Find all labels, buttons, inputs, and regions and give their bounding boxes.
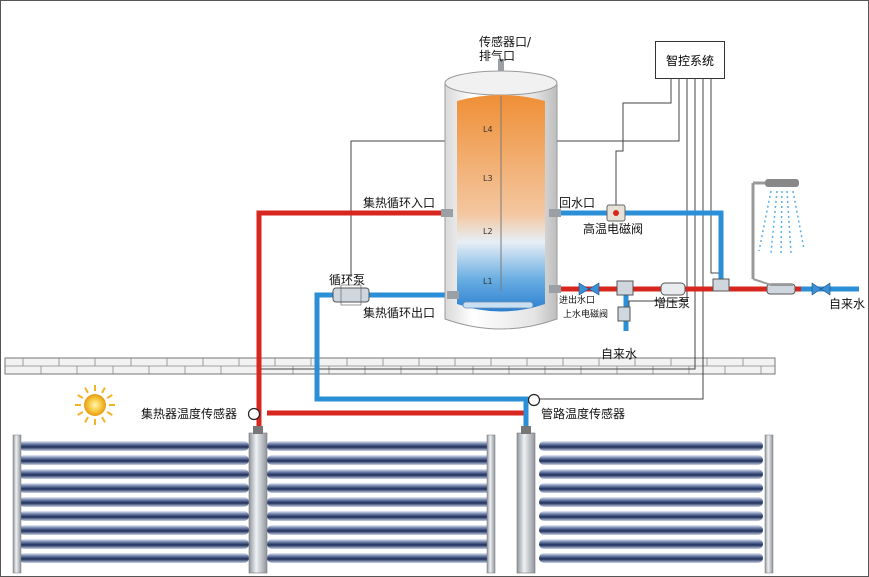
control-system-box[interactable]: 智控系统: [655, 41, 725, 79]
level-L3-label: L3: [483, 174, 493, 183]
sun-icon: [75, 385, 115, 425]
water-tank: [444, 70, 558, 330]
heat-loop-outlet-label: 集热循环出口: [363, 306, 436, 320]
sensor-pipe: [498, 59, 504, 77]
control-system-label: 智控系统: [665, 53, 714, 68]
tap-water-bottom-label: 自来水: [601, 347, 638, 361]
pipe-sensor-label: 管路温度传感器: [541, 407, 626, 421]
temperature-sensors: [247, 393, 541, 421]
high-temp-valve: [606, 204, 626, 222]
circulation-pump: [332, 284, 370, 306]
inout-port-label: 进出水口: [559, 296, 596, 306]
solar-collectors: [12, 426, 774, 574]
return-inlet-label: 回水口: [559, 196, 596, 210]
brick-wall: [4, 357, 776, 375]
shower: [751, 179, 805, 286]
level-L2-label: L2: [483, 227, 493, 236]
level-L1-label: L1: [483, 277, 493, 286]
booster-pump-label: 增压泵: [654, 296, 691, 310]
manual-valves: [578, 282, 831, 296]
hi-temp-valve-label: 高温电磁阀: [583, 222, 644, 236]
supply-valve: [617, 306, 631, 322]
collector-sensor-label: 集热器温度传感器: [141, 407, 238, 421]
tee-joint: [616, 280, 634, 296]
level-L4-label: L4: [483, 125, 493, 134]
tap-water-right-label: 自来水: [829, 297, 866, 311]
booster-pump: [660, 282, 686, 296]
tee-joint-right: [712, 278, 730, 292]
heat-loop-inlet-label: 集热循环入口: [363, 196, 436, 210]
tank-fittings: [441, 209, 561, 299]
circ-pump-label: 循环泵: [329, 273, 366, 287]
sensor-outlet-label: 传感器口/ 排气口: [479, 35, 532, 63]
supply-valve-label: 上水电磁阀: [563, 310, 609, 320]
